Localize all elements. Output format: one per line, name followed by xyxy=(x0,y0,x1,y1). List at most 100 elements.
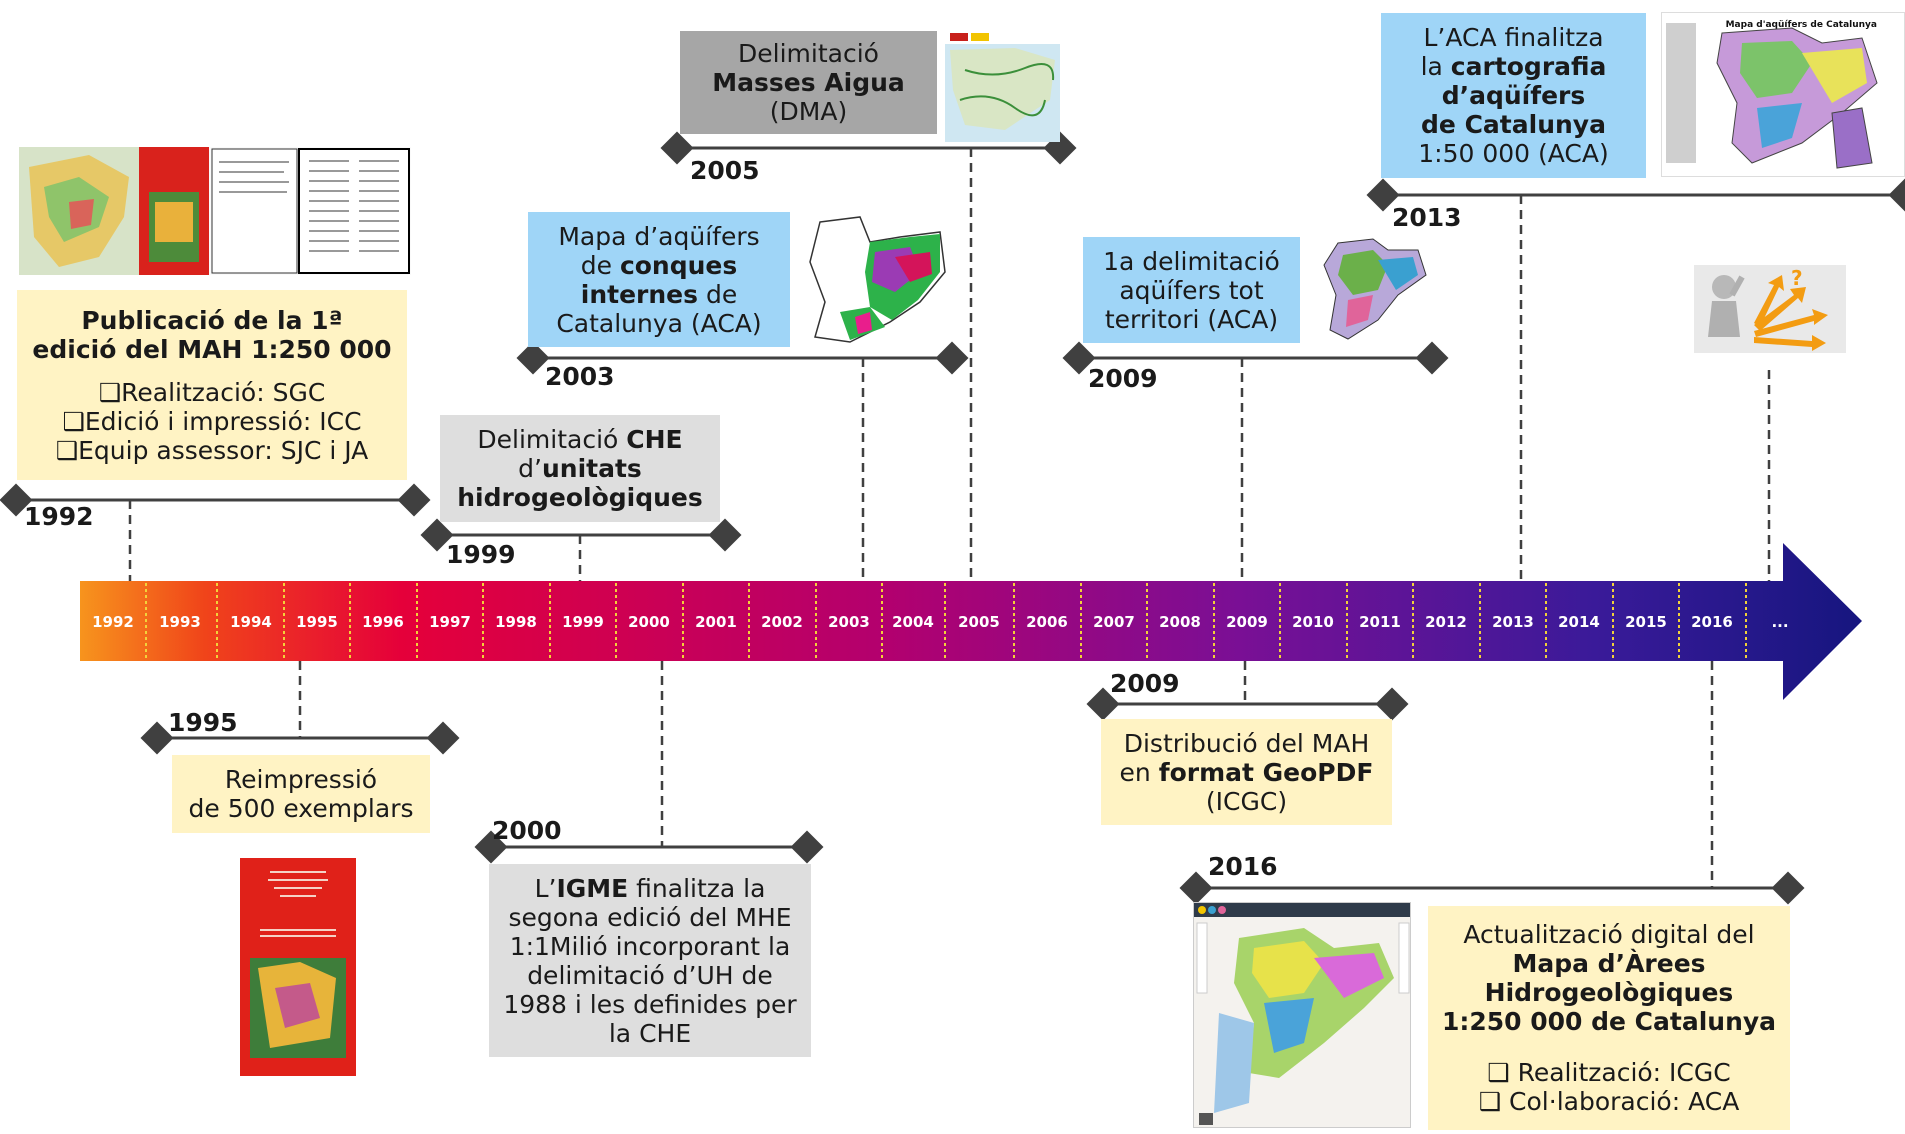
tick-label: 2014 xyxy=(1558,613,1600,631)
event-1995-box: Reimpressió de 500 exemplars xyxy=(172,755,430,833)
event-text: delimitació d’UH de xyxy=(527,960,773,990)
event-text: Mapa d’Àrees xyxy=(1512,949,1706,978)
bullet-item: ❑ Col·laboració: ACA xyxy=(1478,1087,1740,1116)
tick-label: 2013 xyxy=(1492,613,1534,631)
text-part: CHE xyxy=(626,425,683,454)
2005-map-image xyxy=(945,30,1060,142)
event-text: Delimitació CHE xyxy=(477,425,682,454)
event-2005-box: Delimitació Masses Aigua (DMA) xyxy=(680,31,937,134)
text-part: finalitza la xyxy=(628,873,766,903)
event-title: Publicació de la 1ª xyxy=(81,305,343,335)
event-text: d’unitats xyxy=(518,454,642,483)
text-part: la xyxy=(1420,52,1451,81)
event-text: d’aqüífers xyxy=(1441,81,1586,110)
svg-text:?: ? xyxy=(1791,266,1803,290)
text-part: format GeoPDF xyxy=(1158,757,1374,787)
year-label-1992: 1992 xyxy=(24,502,94,531)
text-part: de xyxy=(580,250,620,280)
text-part: L’ xyxy=(534,873,557,903)
connectors xyxy=(128,148,1771,888)
tick-label: 2002 xyxy=(761,613,803,631)
year-label-2003: 2003 xyxy=(545,362,615,391)
event-text: de 500 exemplars xyxy=(188,794,414,823)
2003-map-image xyxy=(800,212,950,347)
text-part: cartografia xyxy=(1450,52,1607,81)
tick-label: 2007 xyxy=(1093,613,1135,631)
tick-label: 2005 xyxy=(958,613,1000,631)
event-1992-box: Publicació de la 1ª edició del MAH 1:250… xyxy=(17,290,407,480)
arrow-year-labels: 1992 1993 1994 1995 1996 1997 1998 1999 … xyxy=(92,613,1788,631)
timeline-arrow xyxy=(80,543,1862,700)
tick-label: 1995 xyxy=(296,613,338,631)
tick-label: 2016 xyxy=(1691,613,1733,631)
tick-label: 1997 xyxy=(429,613,471,631)
event-text: la CHE xyxy=(608,1018,692,1048)
event-text: (ICGC) xyxy=(1205,786,1288,816)
event-text: aqüífers tot xyxy=(1119,275,1264,305)
year-separators xyxy=(145,583,1747,659)
tick-label: 2004 xyxy=(892,613,934,631)
tick-label: 1994 xyxy=(230,613,272,631)
event-text: 1988 i les definides per xyxy=(503,989,797,1019)
tick-label: ... xyxy=(1771,613,1788,631)
bullet-item: ❑Realització: SGC xyxy=(98,377,326,407)
event-1999-box: Delimitació CHE d’unitats hidrogeològiqu… xyxy=(440,415,720,522)
event-text: Mapa d’aqüífers xyxy=(558,221,760,251)
tick-label: 1992 xyxy=(92,613,134,631)
text-part: en xyxy=(1119,757,1159,787)
text-part: internes xyxy=(580,279,699,309)
tick-label: 1998 xyxy=(495,613,537,631)
event-text: L’IGME finalitza la xyxy=(535,874,766,903)
event-title: edició del MAH 1:250 000 xyxy=(32,334,392,364)
year-label-1995: 1995 xyxy=(168,708,238,737)
map-thumbnail-1992 xyxy=(19,147,410,275)
event-text: Reimpressió xyxy=(224,765,378,794)
event-text: de conques xyxy=(581,251,738,280)
event-text: en format GeoPDF xyxy=(1120,758,1374,787)
event-text: Masses Aigua xyxy=(712,68,905,97)
text-part: IGME xyxy=(556,873,629,903)
tick-label: 2003 xyxy=(828,613,870,631)
event-2009a-box: 1a delimitació aqüífers tot territori (A… xyxy=(1083,237,1300,343)
event-text: 1a delimitació xyxy=(1103,246,1280,276)
event-text: Distribució del MAH xyxy=(1123,728,1370,758)
tick-label: 2006 xyxy=(1026,613,1068,631)
event-text: 1:1Milió incorporant la xyxy=(509,931,791,961)
text-part: Delimitació xyxy=(477,425,627,454)
event-text: segona edició del MHE xyxy=(508,902,792,932)
bullet-item: ❑Edició i impressió: ICC xyxy=(62,406,362,436)
year-label-2013: 2013 xyxy=(1392,203,1462,232)
year-label-2016: 2016 xyxy=(1208,852,1278,881)
bullet-item: ❑ Realització: ICGC xyxy=(1487,1058,1731,1087)
text-part: unitats xyxy=(542,454,642,483)
year-label-2000: 2000 xyxy=(492,816,562,845)
event-text: territori (ACA) xyxy=(1104,304,1279,334)
text-part: de xyxy=(698,279,738,309)
event-text: hidrogeològiques xyxy=(457,483,703,512)
event-text: 1:250 000 de Catalunya xyxy=(1441,1007,1777,1036)
event-2003-box: Mapa d’aqüífers de conques internes de C… xyxy=(528,212,790,347)
tick-label: 1999 xyxy=(562,613,604,631)
year-label-1999: 1999 xyxy=(446,540,516,569)
year-label-2009-b: 2009 xyxy=(1110,669,1180,698)
year-label-2009-a: 2009 xyxy=(1088,364,1158,393)
event-2016-box: Actualització digital del Mapa d’Àrees H… xyxy=(1428,906,1790,1130)
event-text: 1:50 000 (ACA) xyxy=(1418,139,1609,168)
event-brackets xyxy=(0,131,1905,905)
tick-label: 2008 xyxy=(1159,613,1201,631)
tick-label: 2015 xyxy=(1625,613,1667,631)
tick-label: 1993 xyxy=(159,613,201,631)
event-text: Actualització digital del xyxy=(1463,920,1755,949)
event-bullets: ❑ Realització: ICGC ❑ Col·laboració: ACA xyxy=(1479,1058,1740,1116)
text-part: d’ xyxy=(518,454,542,483)
text-part: conques xyxy=(619,250,738,280)
event-2013-box: L’ACA finalitza la cartografia d’aqüífer… xyxy=(1381,13,1646,178)
1992-publication-images xyxy=(19,147,411,275)
event-text: Hidrogeològiques xyxy=(1484,978,1734,1007)
question-figure-icon: ? xyxy=(1694,265,1846,353)
2016-webmap-image xyxy=(1193,902,1411,1128)
bullet-item: ❑Equip assessor: SJC i JA xyxy=(55,435,369,465)
2013-map-image: Mapa d'aqüífers de Catalunya xyxy=(1661,12,1905,177)
tick-label: 2010 xyxy=(1292,613,1334,631)
